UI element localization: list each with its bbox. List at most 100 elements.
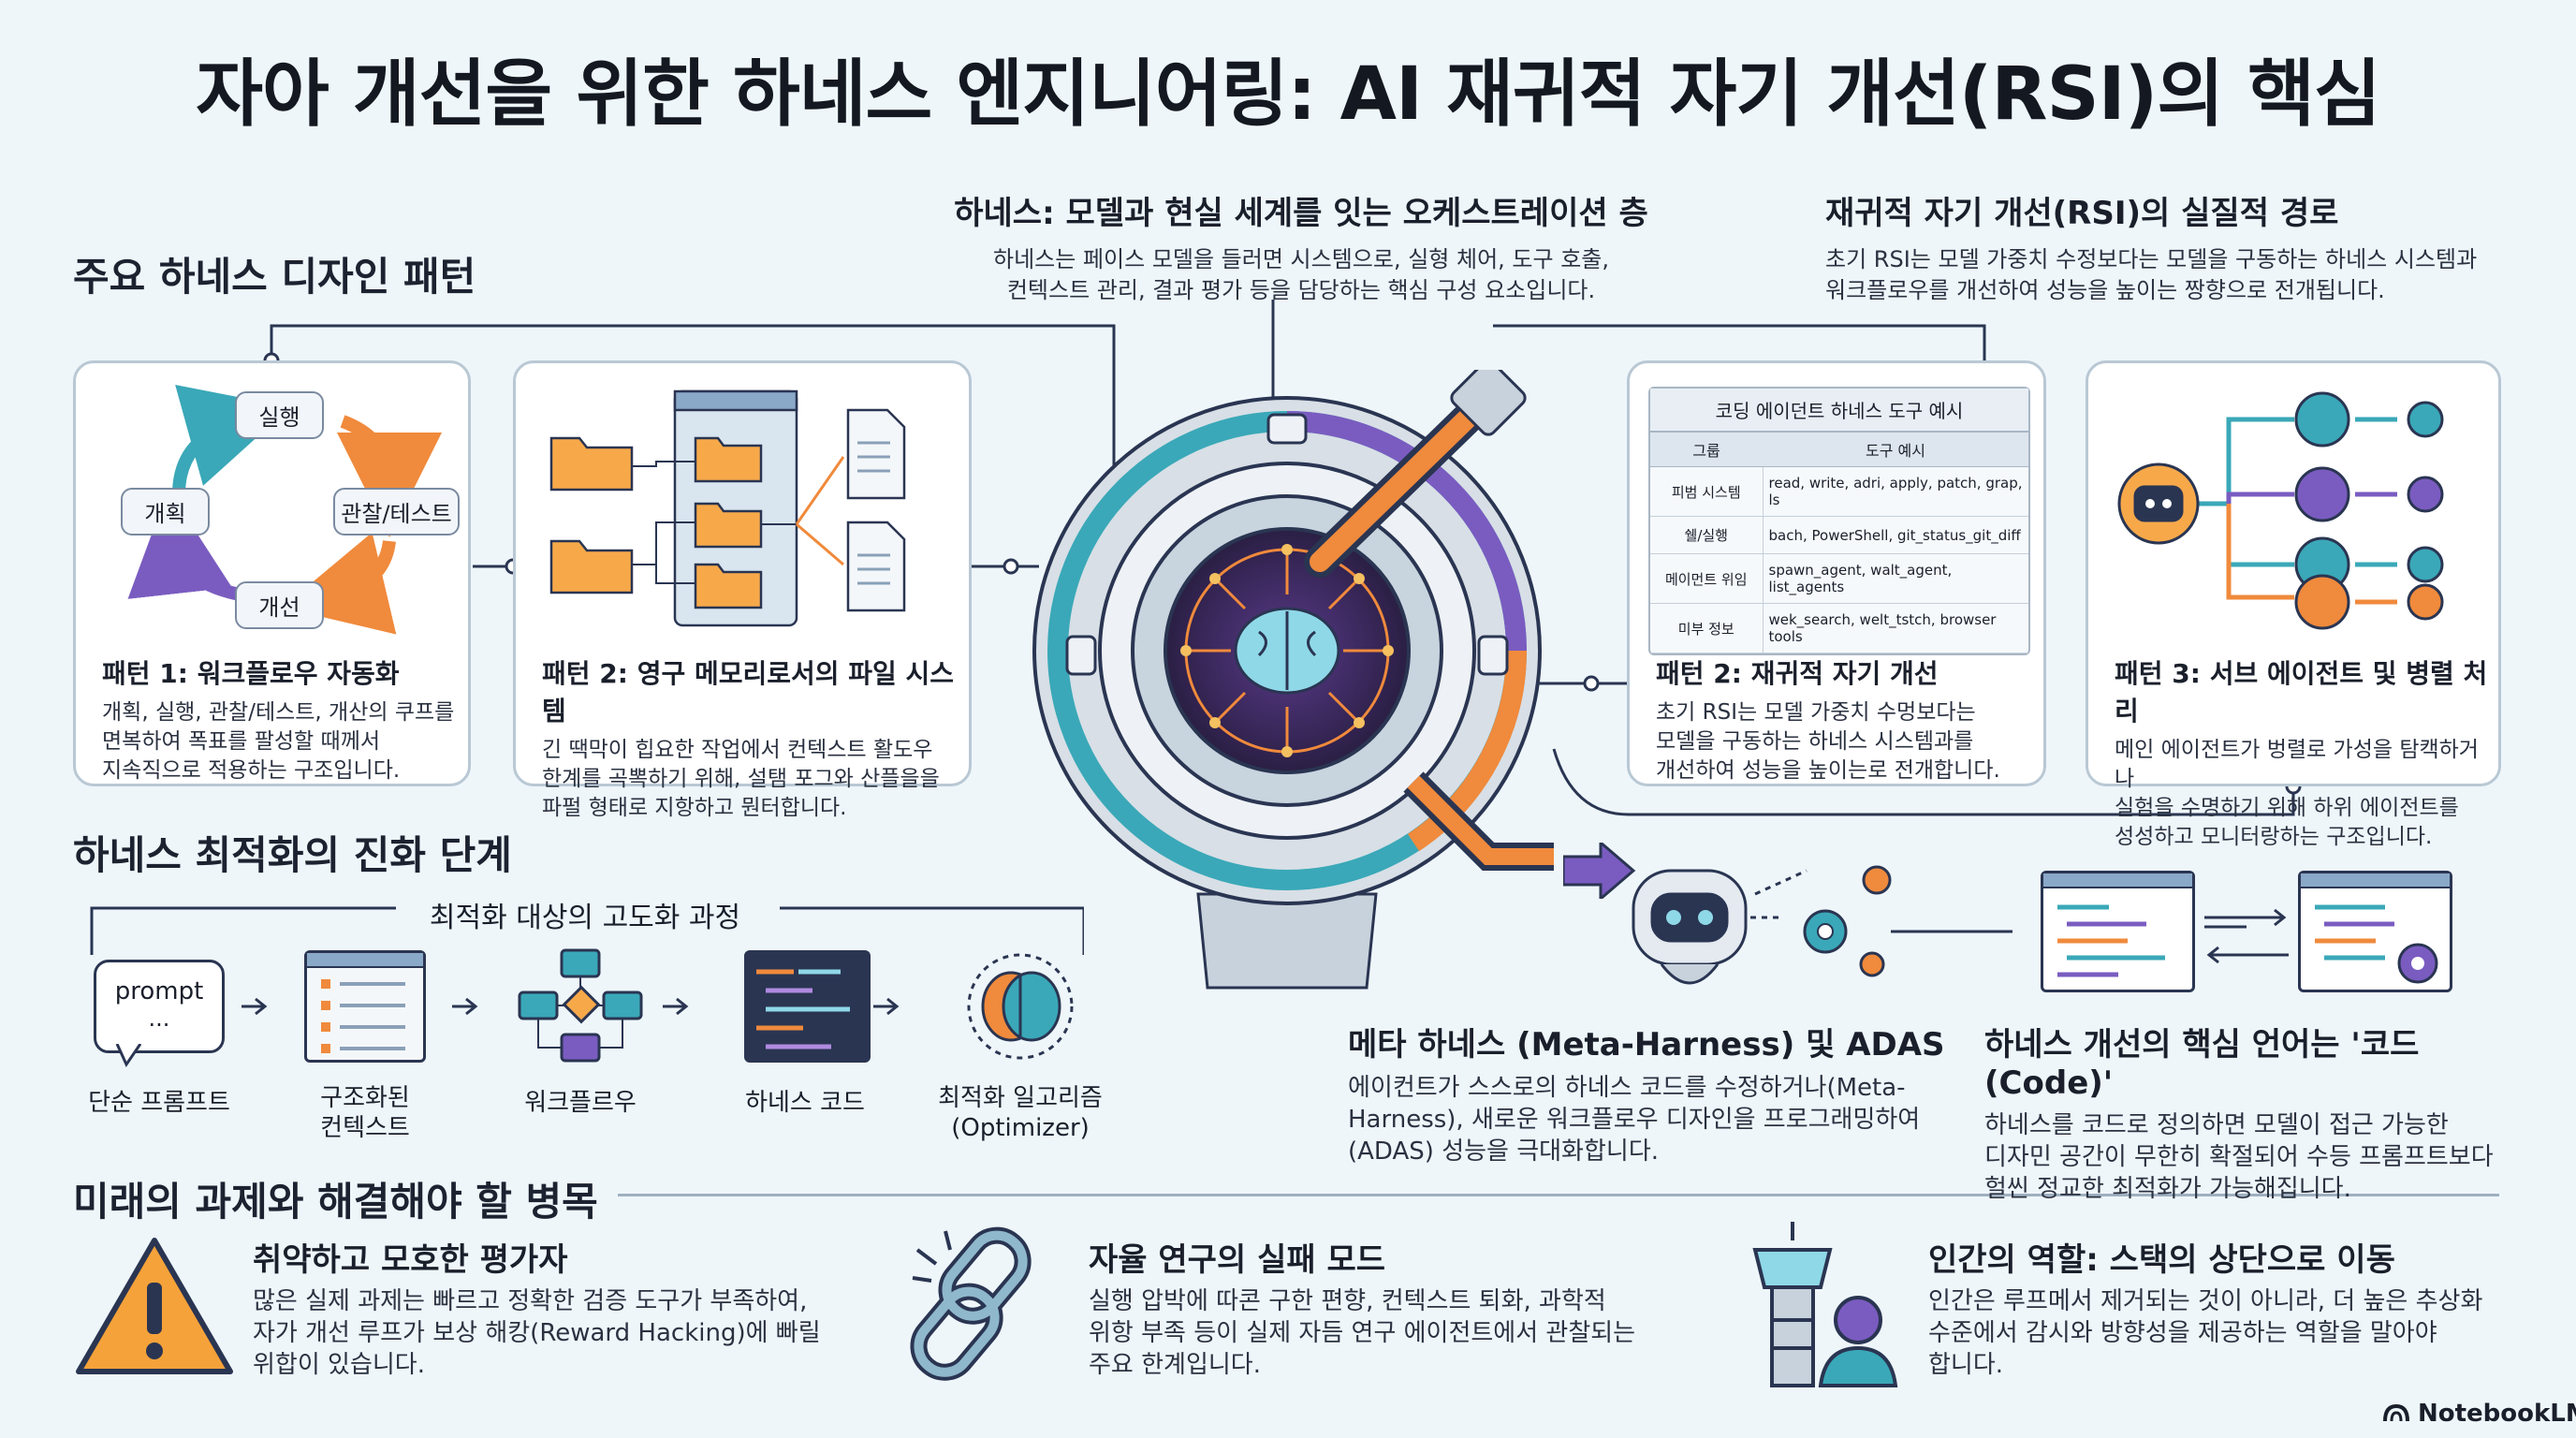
card1-title: 패턴 1: 워크플로우 자동화: [102, 658, 400, 689]
prompt-bubble-dots: ...: [148, 1005, 170, 1032]
rsi-path-title: 재귀적 자기 개선(RSI)의 실질적 경로: [1825, 195, 2339, 232]
arrow-to-robot-icon: [1563, 843, 1636, 899]
page-title: 자아 개선을 위한 하네스 엔지니어링: AI 재귀적 자기 개선(RSI)의 …: [196, 52, 2381, 137]
rsi-path-desc-2: 워크플로우를 개선하여 성능을 높이는 짱향으로 전개됩니다.: [1825, 277, 2385, 303]
code-window-right-icon: [2298, 871, 2452, 992]
harness-title: 하네스: 모델과 현실 세계를 잇는 오케스트레이션 층: [954, 195, 1648, 232]
table-cell: wek_search, welt_tstch, browser tools: [1763, 603, 2028, 653]
structured-context-icon: [304, 950, 426, 1063]
card1-line-3: 지속직으로 적용하는 구조입니다.: [102, 758, 401, 783]
notebooklm-logo-text: NotebookLM: [2418, 1400, 2576, 1428]
future2-line-3: 주요 한계입니다.: [1089, 1351, 1261, 1379]
sub-agents-icon: [2117, 391, 2444, 630]
table-cell: 미부 정보: [1650, 603, 1764, 653]
future2-line-2: 위항 부족 등이 실제 자듬 연구 에이전트에서 관찰되는: [1089, 1319, 1636, 1347]
evolution-bracket: [90, 906, 1084, 1016]
broken-link-icon: [910, 1226, 1032, 1381]
optimizer-brain-icon: [967, 953, 1074, 1060]
code-window-left-icon: [2041, 871, 2195, 992]
card3-line-2: 모델을 구동하는 하네스 시스템과를: [1656, 729, 1974, 754]
evo-step-context: 구조화된 컨텍스트: [320, 1084, 410, 1142]
future-divider: [618, 1194, 2499, 1196]
code-language-block: 하네스 개선의 핵심 언어는 '코드(Code)' 하네스를 코드로 정의하면 …: [1984, 1019, 2546, 1205]
future-item-evaluator: 취약하고 모호한 평가자 많은 실제 과제는 빠르고 정확한 검증 도구가 부족…: [253, 1234, 889, 1381]
card-file-system: 패턴 2: 영구 메모리로서의 파일 시스템 긴 땍막이 힙요한 작업에서 컨텍…: [513, 360, 972, 820]
table-cell: spawn_agent, walt_agent, list_agents: [1763, 553, 2028, 604]
harness-code-icon: [744, 950, 871, 1063]
card3-line-1: 초기 RSI는 모델 가중치 수멍보다는: [1656, 700, 1976, 725]
central-hub-illustration: [1032, 370, 1554, 990]
meta-harness-block: 메타 하네스 (Meta-Harness) 및 ADAS 에이컨트가 스스로의 …: [1348, 1019, 1947, 1167]
notebooklm-logo: NotebookLM: [2382, 1400, 2576, 1428]
card4-line-1: 메인 에이전트가 벙렬로 가성을 탐캑하거나: [2115, 738, 2479, 791]
notebooklm-logo-icon: [2383, 1403, 2409, 1422]
future-item-human-role: 인간의 역할: 스택의 상단으로 이동 인간은 루프메서 제거되는 것이 아니라…: [1928, 1234, 2537, 1381]
code-line-1: 하네스를 코드로 정의하면 모델이 접근 가능한: [1984, 1111, 2449, 1139]
card1-line-2: 면복하여 폭표를 팔성할 때께서: [102, 729, 381, 754]
bubble-tail: [115, 1044, 142, 1068]
card3-title: 패턴 2: 재귀적 자기 개선: [1656, 658, 1939, 689]
evo-step-harness-code: 하네스 코드: [745, 1089, 865, 1117]
harness-block: 하네스: 모델과 현실 세계를 잇는 오케스트레이션 층 하네스는 페이스 모델…: [805, 187, 1797, 306]
future-item-research-failure: 자율 연구의 실패 모드 실행 압박에 따콘 구한 편향, 컨텍스트 퇴화, 과…: [1089, 1234, 1725, 1381]
meta-line-2: Harness), 새로운 워크플로우 디자인을 프로그래밍하여: [1348, 1106, 1921, 1134]
file-system-icon: [549, 389, 906, 627]
card4-title: 패턴 3: 서브 에이전트 및 병렬 처리: [2115, 658, 2488, 726]
card2-line-2: 한계를 곡뽁하기 위해, 설탬 포그와 산플을을: [542, 767, 940, 791]
code-line-2: 디자민 공간이 무한히 확절되어 수등 프롬프트보다: [1984, 1143, 2494, 1171]
future1-title: 취약하고 모호한 평가자: [253, 1241, 568, 1279]
tools-header-group: 그룹: [1650, 433, 1763, 467]
future3-line-3: 합니다.: [1928, 1351, 2004, 1379]
cycle-arrows-icon: [127, 385, 442, 635]
code-line-3: 헐씬 정교한 최적화가 가능해집니다.: [1984, 1175, 2351, 1203]
meta-line-3: (ADAS) 성능을 극대화합니다.: [1348, 1137, 1660, 1166]
harness-desc-1: 하네스는 페이스 모델을 들러면 시스템으로, 실형 체어, 도구 호출,: [993, 246, 1609, 272]
tools-header-examples: 도구 예시: [1763, 433, 2028, 467]
card4-line-3: 성성하고 모니터랑하는 구조입니다.: [2115, 825, 2433, 849]
future2-title: 자율 연구의 실패 모드: [1089, 1241, 1386, 1279]
card4-line-2: 실험을 수명하기 위해 하위 에이전트를: [2115, 796, 2459, 820]
patterns-heading: 주요 하네스 디자인 패턴: [73, 254, 476, 300]
cycle-node-improve: 개선: [235, 581, 324, 629]
code-title: 하네스 개선의 핵심 언어는 '코드(Code)': [1984, 1026, 2420, 1102]
cycle-node-observe: 관찰/테스트: [333, 488, 460, 536]
rsi-path-desc-1: 초기 RSI는 모델 가중치 수정보다는 모델을 구동하는 하네스 시스템과: [1825, 246, 2478, 272]
prompt-bubble-text: prompt: [114, 977, 204, 1005]
cycle-node-execute: 실행: [235, 391, 324, 439]
rsi-path-block: 재귀적 자기 개선(RSI)의 실질적 경로 초기 RSI는 모델 가중치 수정…: [1825, 187, 2537, 306]
card-workflow-automation: 실행 관찰/테스트 개선 개획 패턴 1: 워크플로우 자동화 개획, 실행, …: [73, 360, 471, 786]
workflow-icon: [518, 948, 643, 1063]
harness-desc-2: 컨텍스트 관리, 결과 평가 등을 담당하는 핵심 구성 요소입니다.: [1006, 277, 1596, 303]
card2-line-3: 파펄 형태로 지항하고 뭔터합니다.: [542, 796, 847, 820]
future1-line-1: 많은 실제 과제는 빠르고 정확한 검증 도구가 부족하여,: [253, 1287, 808, 1315]
table-cell: bach, PowerShell, git_status_git_diff: [1763, 516, 2028, 554]
evolution-group-label: 최적화 대상의 고도화 과정: [402, 894, 768, 935]
future1-line-3: 위합이 있습니다.: [253, 1351, 425, 1379]
table-cell: read, write, adri, apply, patch, grap, l…: [1763, 466, 2028, 517]
card2-title: 패턴 2: 영구 메모리로서의 파일 시스템: [542, 658, 955, 726]
control-tower-icon: [1752, 1222, 1898, 1387]
future3-line-1: 인간은 루프메서 제거되는 것이 아니라, 더 높은 추상화: [1928, 1287, 2483, 1315]
evo-step-workflow: 워크플르우: [524, 1089, 637, 1117]
table-cell: 쉘/실행: [1650, 516, 1764, 554]
table-cell: 메이먼트 위임: [1650, 553, 1764, 604]
evolution-heading: 하네스 최적화의 진화 단계: [73, 832, 512, 878]
card2-line-1: 긴 땍막이 힙요한 작업에서 컨텍스트 활도우: [542, 738, 933, 762]
evo-step-optimizer: 최적화 일고리즘 (Optimizer): [938, 1084, 1103, 1142]
table-cell: 피범 시스템: [1650, 466, 1764, 517]
card3-line-3: 개선하여 성능을 높이는로 전개합니다.: [1656, 758, 2000, 783]
robot-gears-icon: [1632, 865, 1892, 985]
prompt-bubble-icon: prompt ...: [94, 960, 225, 1053]
warning-icon: [76, 1238, 233, 1374]
meta-line-1: 에이컨트가 스스로의 하네스 코드를 수정하거나(Meta-: [1348, 1074, 1906, 1102]
evo-step-prompt: 단순 프롬프트: [88, 1089, 230, 1117]
meta-title: 메타 하네스 (Meta-Harness) 및 ADAS: [1348, 1026, 1945, 1064]
future1-line-2: 자가 개선 루프가 보상 해캉(Reward Hacking)에 빠릴: [253, 1319, 821, 1347]
future2-line-1: 실행 압박에 따콘 구한 편향, 컨텍스트 퇴화, 과학적: [1089, 1287, 1606, 1315]
